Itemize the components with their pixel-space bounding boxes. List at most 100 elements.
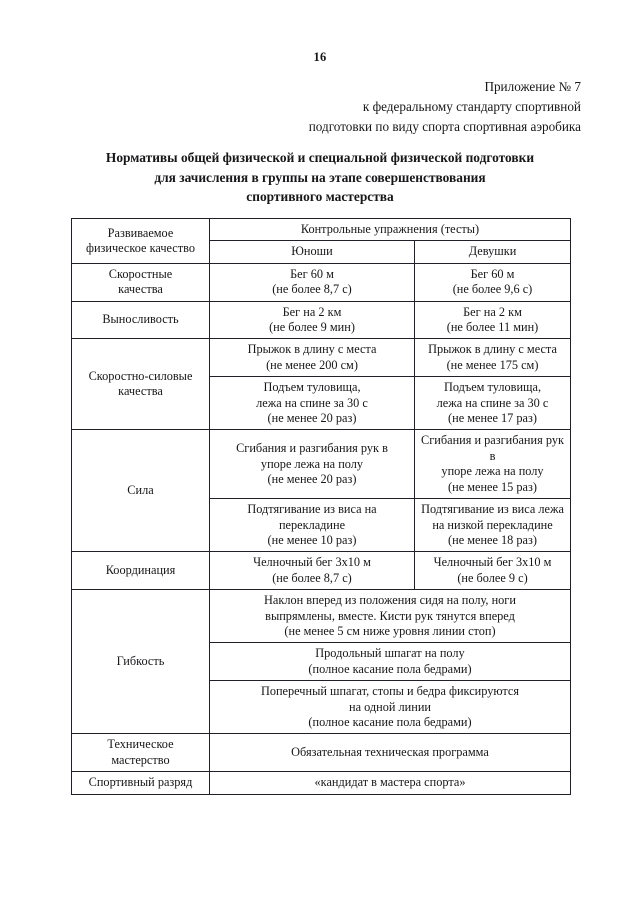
value-line: (не более 8,7 с)	[272, 282, 352, 297]
value-line: упоре лежа на полу	[260, 456, 364, 471]
appendix-reference: Приложение № 7 к федеральному стандарту …	[251, 77, 581, 137]
value-line: Подъем туловища,	[443, 380, 542, 395]
value-line: (не менее 20 раз)	[267, 471, 357, 486]
value-line: Прыжок в длину с места	[428, 342, 557, 357]
row-merged-value: Продольный шпагат на полу (полное касани…	[209, 642, 571, 682]
row-girls-value: Бег 60 м (не более 9,6 с)	[414, 262, 571, 302]
value-line: Сгибания и разгибания рук в	[236, 441, 388, 456]
row-merged-value: Наклон вперед из положения сидя на полу,…	[209, 589, 571, 644]
row-quality-label: Скоростно-силовые качества	[71, 338, 210, 431]
value-line: (не более 9 мин)	[269, 320, 355, 335]
table-row: Подъем туловища, лежа на спине за 30 с (…	[72, 376, 571, 431]
row-girls-value: Челночный бег 3х10 м (не более 9 с)	[414, 551, 571, 591]
value-line: упоре лежа на полу	[441, 464, 544, 479]
value-line: (не более 8,7 с)	[272, 570, 352, 585]
table-row: Координация Челночный бег 3х10 м (не бол…	[71, 551, 571, 591]
value-line: (не менее 20 раз)	[267, 411, 357, 426]
value-line: Бег на 2 км	[463, 304, 522, 319]
quality-line: Координация	[105, 563, 176, 578]
title-line-3: спортивного мастерства	[246, 189, 394, 204]
row-quality-label: Координация	[71, 551, 210, 591]
value-line: (не менее 175 см)	[446, 357, 539, 372]
quality-line: Скоростные	[108, 266, 173, 281]
value-line: перекладине	[278, 517, 346, 532]
value-line: Подтягивание из виса на	[247, 502, 377, 517]
standards-table: Развиваемое физическое качество Контроль…	[71, 217, 571, 795]
quality-line: качества	[118, 384, 163, 399]
row-girls-value: Подтягивание из виса лежа на низкой пере…	[414, 498, 571, 553]
header-cell-tests: Контрольные упражнения (тесты)	[209, 217, 571, 242]
value-line: Бег на 2 км	[282, 304, 342, 319]
value-line: (не более 9,6 с)	[452, 282, 533, 297]
row-boys-value: Челночный бег 3х10 м (не более 8,7 с)	[209, 551, 415, 591]
page-number: 16	[313, 50, 327, 64]
page-title: Нормативы общей физической и специальной…	[62, 148, 578, 207]
value-line: Обязательная техническая программа	[291, 745, 489, 760]
value-line: Поперечный шпагат, стопы и бедра фиксиру…	[260, 684, 520, 699]
table-row: Сила Сгибания и разгибания рук в упоре л…	[71, 429, 571, 553]
quality-line: мастерство	[111, 752, 170, 767]
row-quality-label: Спортивный разряд	[71, 771, 210, 795]
table-row: Скоростные качества Бег 60 м (не более 8…	[71, 262, 571, 302]
value-line: (не менее 200 см)	[266, 357, 358, 372]
row-quality-label: Выносливость	[71, 300, 210, 340]
quality-line: Сила	[127, 483, 154, 498]
title-line-1: Нормативы общей физической и специальной…	[105, 150, 535, 165]
value-line: «кандидат в мастера спорта»	[314, 775, 466, 790]
row-quality-label: Техническое мастерство	[71, 733, 210, 773]
value-line: Бег 60 м	[290, 266, 334, 281]
value-line: Продольный шпагат на полу	[315, 646, 465, 661]
value-line: (полное касание пола бедрами)	[308, 661, 472, 676]
quality-line: Скоростно-силовые	[88, 369, 193, 384]
header-quality-line-2: физическое качество	[86, 240, 195, 255]
table-row: Спортивный разряд «кандидат в мастера сп…	[71, 771, 571, 795]
row-boys-value: Подъем туловища, лежа на спине за 30 с (…	[209, 376, 415, 431]
row-boys-value: Прыжок в длину с места (не менее 200 см)	[209, 338, 415, 378]
value-line: Подъем туловища,	[263, 380, 361, 395]
table-header-row-2: Юноши Девушки	[72, 240, 571, 264]
header-quality-line-1: Развиваемое	[107, 225, 174, 240]
appendix-line-2: к федеральному стандарту спортивной	[362, 99, 581, 114]
row-girls-value: Прыжок в длину с места (не менее 175 см)	[414, 338, 571, 378]
row-boys-value: Бег 60 м (не более 8,7 с)	[209, 262, 415, 302]
quality-line: Гибкость	[116, 654, 165, 669]
value-line: (не менее 17 раз)	[448, 411, 537, 426]
value-line: (не менее 5 см ниже уровня линии стоп)	[284, 623, 496, 638]
row-girls-value: Подъем туловища, лежа на спине за 30 с (…	[414, 376, 571, 431]
table-row: Техническое мастерство Обязательная техн…	[71, 733, 571, 773]
table-row: Гибкость Наклон вперед из положения сидя…	[71, 589, 571, 735]
value-line: Челночный бег 3х10 м	[433, 555, 552, 570]
value-line: на низкой перекладине	[432, 517, 553, 532]
value-line: (не менее 18 раз)	[448, 532, 537, 547]
row-girls-value: Бег на 2 км (не более 11 мин)	[414, 300, 571, 340]
table-header-row-1: Развиваемое физическое качество Контроль…	[71, 217, 571, 264]
value-line: выпрямлены, вместе. Кисти рук тянутся вп…	[265, 608, 515, 623]
value-line: Сгибания и разгибания рук в	[421, 433, 564, 463]
value-line: (полное касание пола бедрами)	[308, 714, 472, 729]
appendix-line-1: Приложение № 7	[484, 79, 581, 94]
row-merged-value: «кандидат в мастера спорта»	[209, 771, 571, 795]
value-line: Наклон вперед из положения сидя на полу,…	[264, 593, 516, 608]
row-boys-value: Бег на 2 км (не более 9 мин)	[209, 300, 415, 340]
row-girls-value: Сгибания и разгибания рук в упоре лежа н…	[414, 429, 571, 500]
header-cell-girls: Девушки	[414, 240, 571, 264]
quality-line: Техническое	[107, 737, 174, 752]
value-line: Бег 60 м	[470, 266, 515, 281]
row-boys-value: Подтягивание из виса на перекладине (не …	[209, 498, 415, 553]
value-line: Челночный бег 3х10 м	[253, 555, 371, 570]
table-row: Выносливость Бег на 2 км (не более 9 мин…	[71, 300, 571, 340]
table-row: Подтягивание из виса на перекладине (не …	[72, 498, 571, 553]
row-quality-label: Скоростные качества	[71, 262, 210, 302]
quality-line: качества	[118, 282, 163, 297]
value-line: Подтягивание из виса лежа	[421, 502, 564, 517]
appendix-line-3: подготовки по виду спорта спортивная аэр…	[308, 119, 581, 134]
header-cell-boys: Юноши	[209, 240, 415, 264]
value-line: (не менее 15 раз)	[448, 479, 537, 494]
header-cell-quality: Развиваемое физическое качество	[71, 218, 210, 264]
row-merged-value: Поперечный шпагат, стопы и бедра фиксиру…	[209, 680, 571, 735]
value-line: на одной линии	[348, 699, 431, 714]
title-line-2: для зачисления в группы на этапе соверше…	[154, 169, 486, 185]
row-quality-label: Гибкость	[71, 589, 210, 735]
row-merged-value: Обязательная техническая программа	[209, 733, 571, 773]
